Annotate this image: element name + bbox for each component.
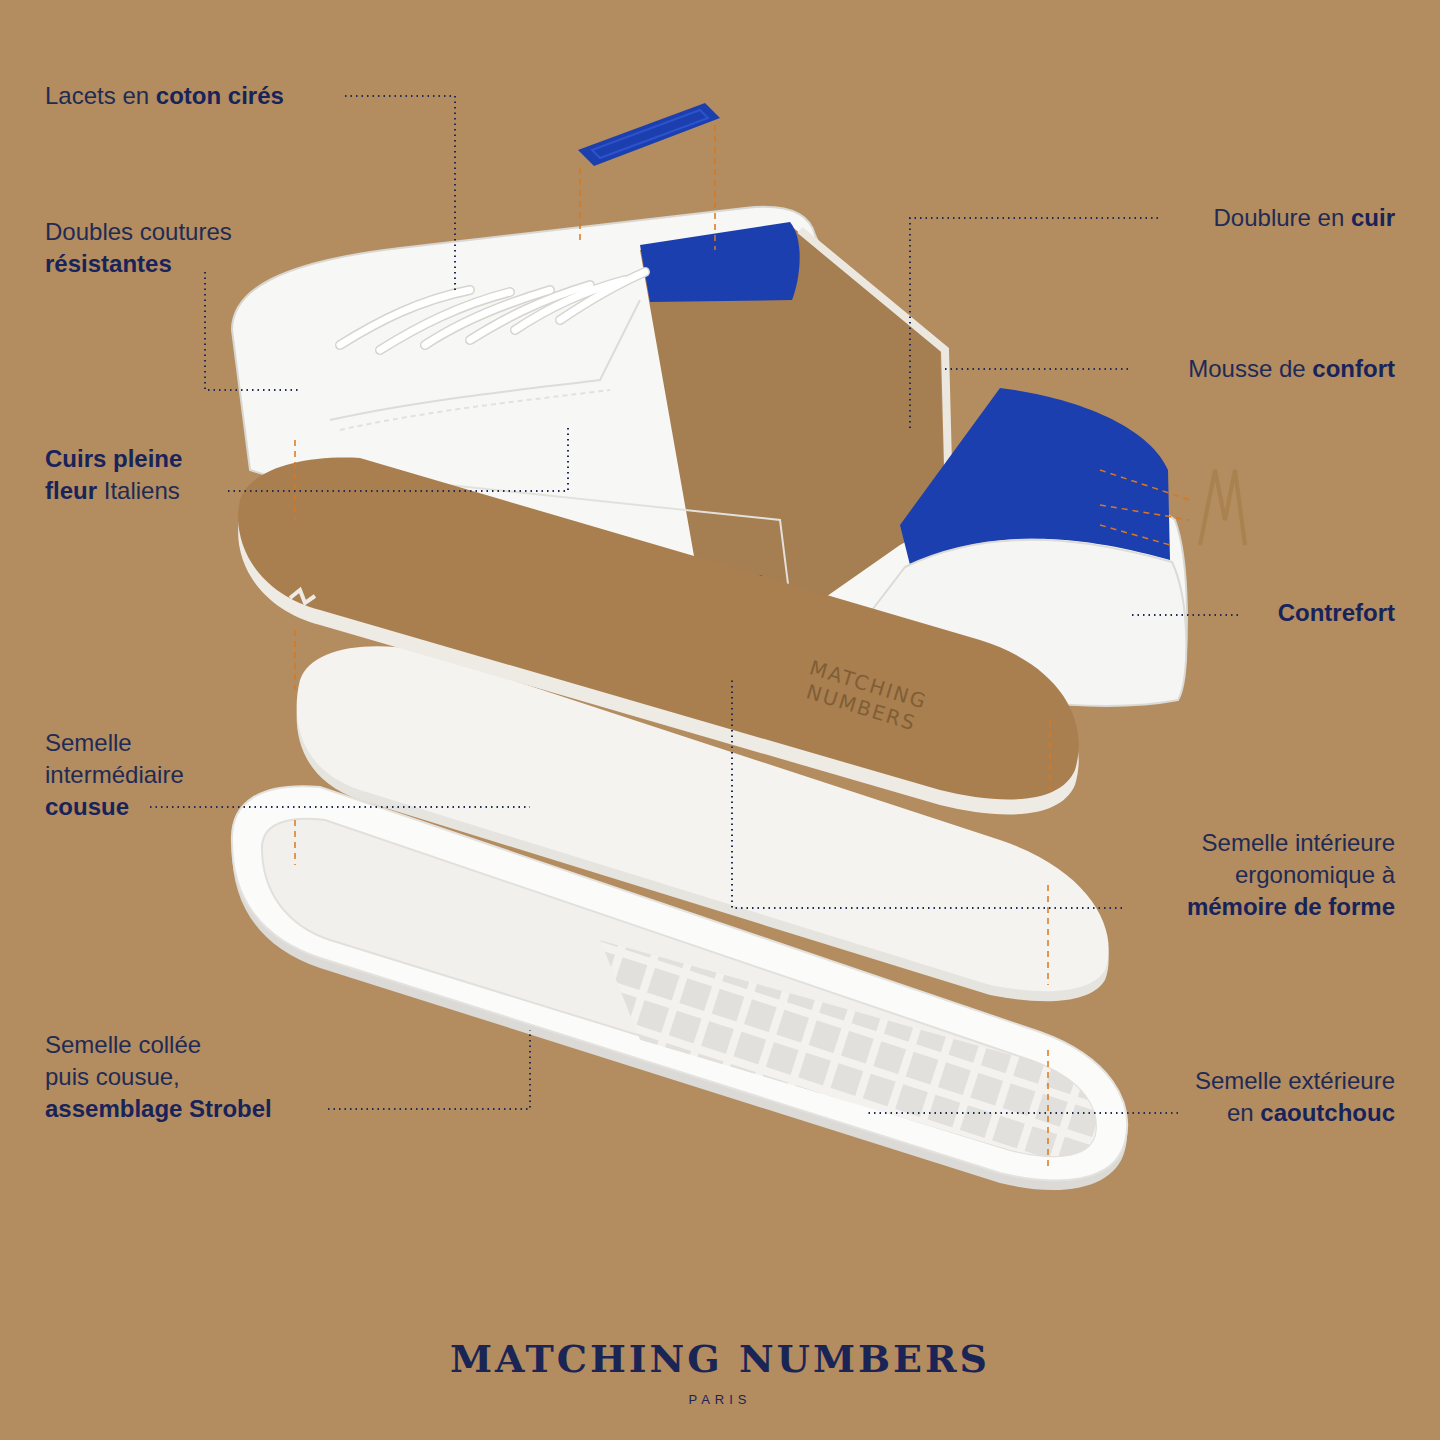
brand-logo: MATCHING NUMBERS	[0, 1336, 1440, 1381]
callout-group: Cuirs pleine fleurItaliens	[45, 443, 235, 507]
part-label: cousue	[45, 791, 245, 823]
part-label: Semelle intermédiaire	[45, 727, 245, 791]
insole	[238, 458, 1079, 815]
part-label: Lacets en	[45, 82, 149, 109]
part-label: Doubles coutures	[45, 216, 232, 248]
part-label: assemblage Strobel	[45, 1093, 245, 1125]
leader-lines	[150, 96, 1238, 1113]
part-label: Mousse de	[1188, 355, 1305, 382]
part-label: Doublure en	[1214, 204, 1345, 231]
callout-group: Contrefort	[1278, 597, 1395, 629]
callout-group: Semelle extérieure encaoutchouc	[1175, 1065, 1395, 1129]
part-label: Semelle intérieure ergonomique à	[1135, 827, 1395, 891]
part-label: cuir	[1351, 204, 1395, 231]
part-label: coton cirés	[156, 82, 284, 109]
callout-group: Doublure encuir	[1214, 202, 1396, 234]
part-label: Semelle collée puis cousue,	[45, 1029, 245, 1093]
part-label: mémoire de forme	[1135, 891, 1395, 923]
part-label: confort	[1312, 355, 1395, 382]
part-label: Italiens	[104, 477, 180, 504]
part-label: caoutchouc	[1260, 1099, 1395, 1126]
callout-group: Semelle collée puis cousue,assemblage St…	[45, 1029, 245, 1125]
callout-group: Mousse de confort	[1188, 353, 1395, 385]
brand-city: PARIS	[0, 1392, 1440, 1407]
callout-group: Lacets en coton cirés	[45, 80, 284, 112]
part-label: Contrefort	[1278, 599, 1395, 626]
callout-group: Doubles couturesrésistantes	[45, 216, 232, 280]
callout-group: Semelle intérieure ergonomique àmémoire …	[1135, 827, 1395, 923]
part-label: résistantes	[45, 248, 232, 280]
guide-lines	[295, 125, 1190, 1170]
callout-group: Semelle intermédiairecousue	[45, 727, 245, 823]
